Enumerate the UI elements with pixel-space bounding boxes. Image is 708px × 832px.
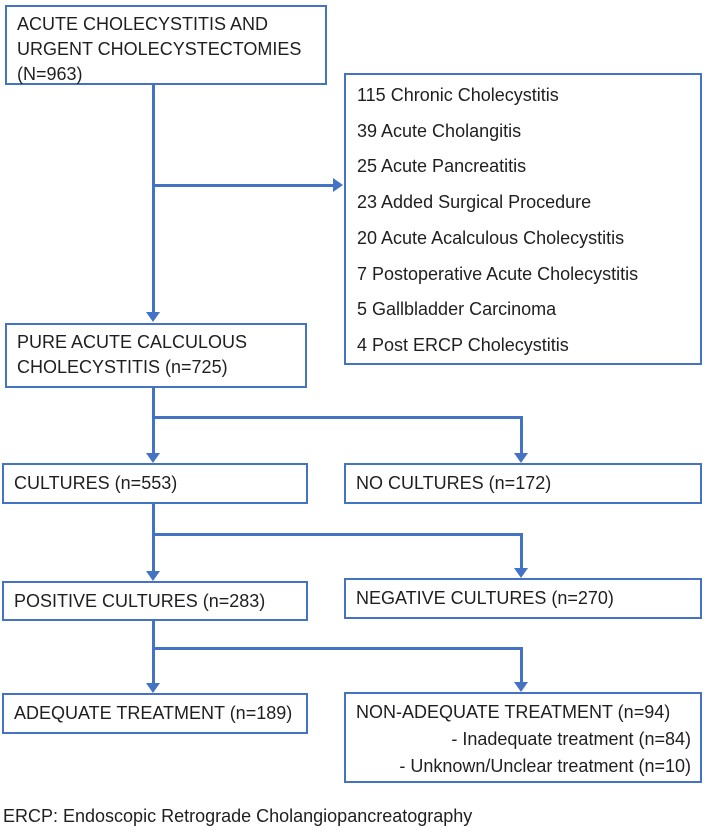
connector-positive-to-adequate-line — [152, 621, 155, 683]
node-no-cultures: NO CULTURES (n=172) — [344, 463, 702, 504]
node-no-cultures-label: NO CULTURES (n=172) — [356, 473, 552, 493]
ercp-footnote: ERCP: Endoscopic Retrograde Cholangiopan… — [3, 806, 473, 826]
node-pure-line-2: CHOLECYSTITIS (n=725) — [17, 357, 228, 377]
exclusion-item: 20 Acute Acalculous Cholecystitis — [357, 227, 625, 248]
node-negative-cultures: NEGATIVE CULTURES (n=270) — [344, 578, 702, 619]
exclusion-item: 23 Added Surgical Procedure — [357, 192, 592, 213]
node-non-adequate-item: - Inadequate treatment (n=84) — [451, 729, 691, 749]
connector-pure-branch-line — [152, 416, 523, 419]
connector-positive-to-non-adequate-line — [520, 647, 523, 682]
arrowhead-down-icon — [146, 683, 160, 693]
arrowhead-down-icon — [514, 568, 528, 578]
node-total-line-2: URGENT CHOLECYSTECTOMIES — [17, 39, 302, 59]
exclusion-item: 115 Chronic Cholecystitis — [357, 85, 559, 105]
connector-cultures-to-negative-line — [520, 533, 523, 568]
connector-total-to-pure-line — [152, 85, 155, 312]
node-positive-cultures-label: POSITIVE CULTURES (n=283) — [14, 590, 266, 611]
connector-positive-branch-line — [152, 647, 523, 650]
node-cultures: CULTURES (n=553) — [2, 463, 308, 504]
arrowhead-down-icon — [146, 571, 160, 581]
arrowhead-down-icon — [146, 312, 160, 322]
node-pure-acc: PURE ACUTE CALCULOUS CHOLECYSTITIS (n=72… — [5, 323, 307, 388]
connector-pure-to-cultures-line — [152, 388, 155, 453]
node-total-line-1: ACUTE CHOLECYSTITIS AND — [17, 14, 269, 34]
node-total-line-3: (N=963) — [17, 64, 83, 84]
node-non-adequate-title: NON-ADEQUATE TREATMENT (n=94) — [356, 702, 671, 722]
arrowhead-down-icon — [514, 682, 528, 692]
node-cultures-label: CULTURES (n=553) — [14, 473, 178, 493]
node-non-adequate-item: - Unknown/Unclear treatment (n=10) — [399, 756, 691, 776]
node-adequate-treatment: ADEQUATE TREATMENT (n=189) — [2, 693, 308, 734]
arrowhead-down-icon — [146, 453, 160, 463]
connector-pure-to-no-cultures-line — [520, 416, 523, 453]
connector-total-to-exclusions-line — [152, 184, 333, 187]
arrowhead-down-icon — [514, 453, 528, 463]
node-pure-line-1: PURE ACUTE CALCULOUS — [17, 332, 248, 352]
node-positive-cultures: POSITIVE CULTURES (n=283) — [2, 581, 308, 621]
exclusion-item: 7 Postoperative Acute Cholecystitis — [357, 263, 639, 284]
node-negative-cultures-label: NEGATIVE CULTURES (n=270) — [356, 588, 614, 608]
exclusion-item: 4 Post ERCP Cholecystitis — [357, 334, 569, 355]
exclusion-item: 39 Acute Cholangitis — [357, 120, 522, 141]
connector-cultures-branch-line — [152, 533, 523, 536]
exclusion-item: 5 Gallbladder Carcinoma — [357, 299, 557, 320]
node-exclusions: 115 Chronic Cholecystitis 39 Acute Chola… — [344, 73, 702, 365]
node-adequate-treatment-label: ADEQUATE TREATMENT (n=189) — [14, 703, 293, 723]
exclusion-item: 25 Acute Pancreatitis — [357, 156, 527, 177]
connector-cultures-to-positive-line — [152, 504, 155, 571]
node-non-adequate-treatment: NON-ADEQUATE TREATMENT (n=94) - Inadequa… — [344, 692, 702, 783]
arrowhead-right-icon — [333, 178, 343, 192]
node-total-cohort: ACUTE CHOLECYSTITIS AND URGENT CHOLECYST… — [5, 5, 327, 85]
